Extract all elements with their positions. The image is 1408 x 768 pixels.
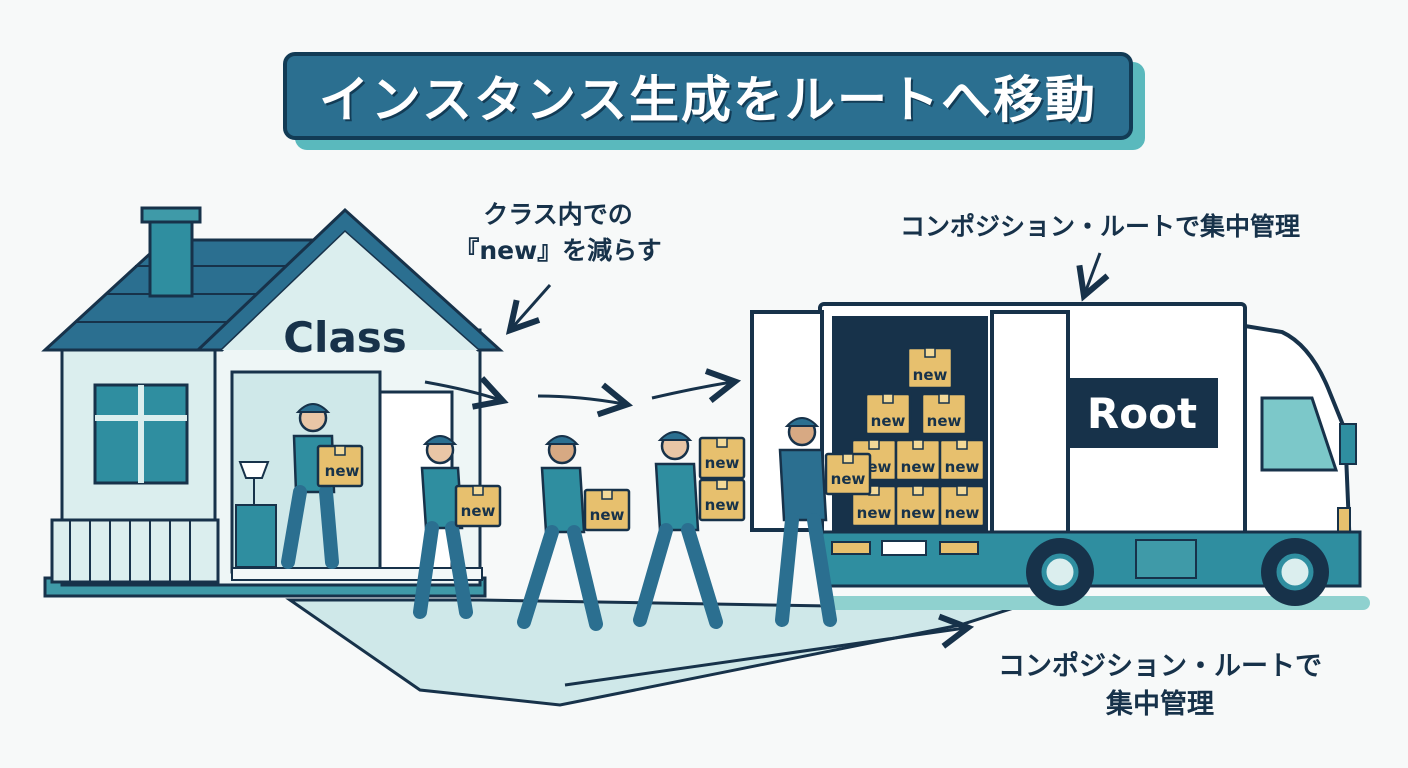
crate-label: new bbox=[325, 462, 360, 480]
crate-label: new bbox=[913, 366, 948, 384]
crate-label: new bbox=[831, 470, 866, 488]
crate-label: new bbox=[901, 504, 936, 522]
worker-4: new new bbox=[640, 432, 744, 622]
truck-label: Root bbox=[1087, 389, 1197, 438]
annotation-arrow-top bbox=[1085, 253, 1100, 293]
crate-label: new bbox=[590, 506, 625, 524]
crate-label: new bbox=[705, 496, 740, 514]
ground-path bbox=[290, 600, 1020, 705]
crate-label: new bbox=[945, 458, 980, 476]
crate-label: new bbox=[461, 502, 496, 520]
flow-arrow-2 bbox=[538, 396, 624, 404]
crate-label: new bbox=[945, 504, 980, 522]
house-label: Class bbox=[283, 313, 407, 362]
crate-label: new bbox=[927, 412, 962, 430]
worker-3: new bbox=[524, 436, 629, 624]
flow-arrow-3 bbox=[652, 382, 732, 398]
crate-label: new bbox=[857, 504, 892, 522]
crate-label: new bbox=[871, 412, 906, 430]
crate-label: new bbox=[705, 454, 740, 472]
annotation-arrow-left bbox=[512, 285, 550, 328]
crate-label: new bbox=[901, 458, 936, 476]
